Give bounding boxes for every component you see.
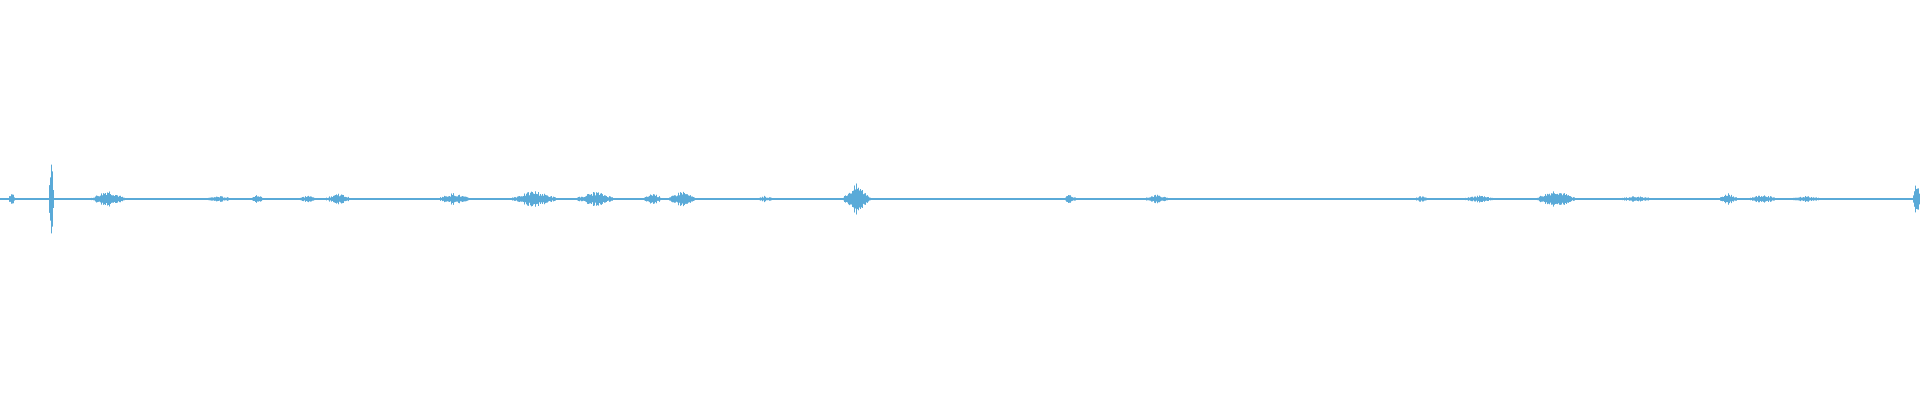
waveform-samples <box>0 164 1920 234</box>
